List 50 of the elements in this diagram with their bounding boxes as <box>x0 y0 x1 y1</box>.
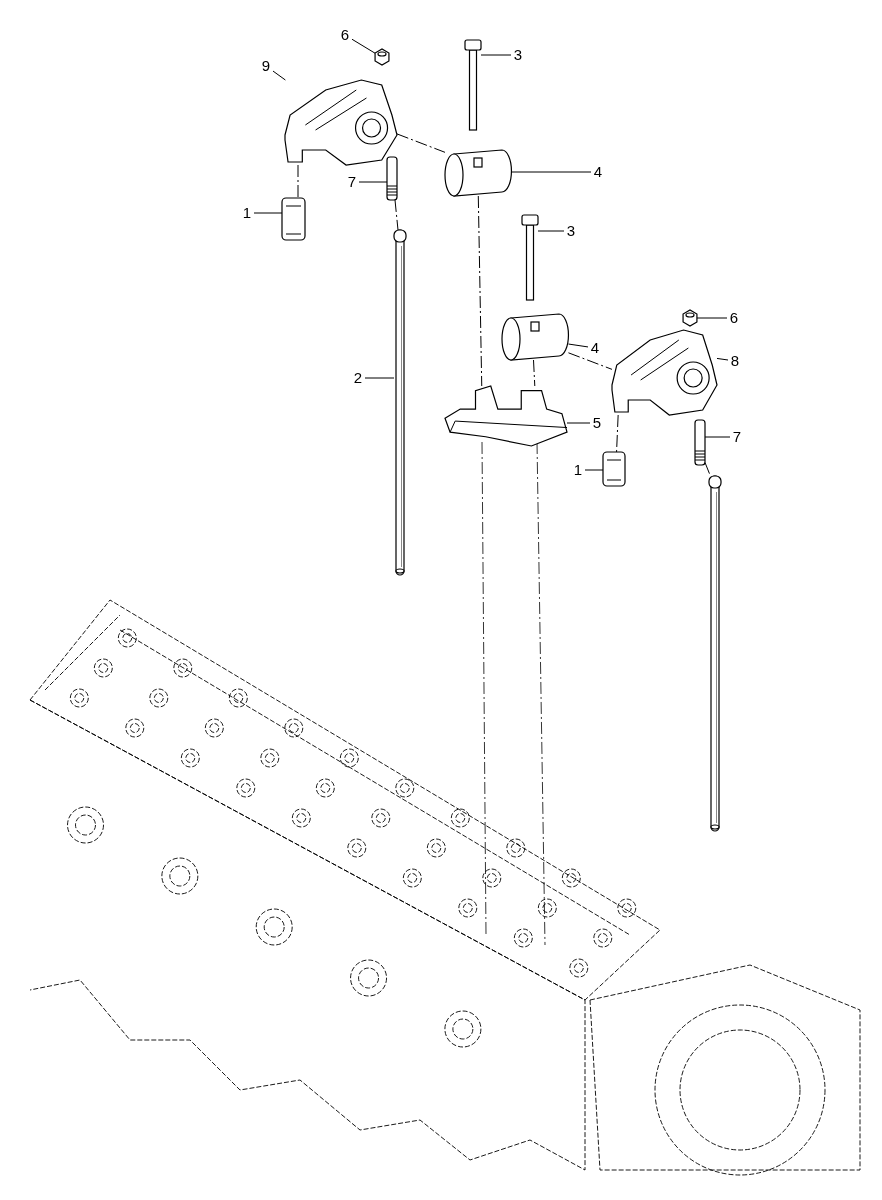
leader-line <box>696 317 728 319</box>
rocker-shaft <box>444 149 513 197</box>
center-line <box>704 462 711 477</box>
callout-number: 7 <box>345 173 359 191</box>
rocker-arm <box>284 79 398 166</box>
bolt <box>521 214 539 301</box>
callout-number: 1 <box>240 204 254 222</box>
callout-number: 5 <box>590 414 604 432</box>
callout-number: 8 <box>728 352 742 370</box>
callout-number: 4 <box>588 339 602 357</box>
leader-line <box>537 230 565 232</box>
push-rod <box>393 229 407 576</box>
center-line <box>616 414 619 453</box>
callout-number: 9 <box>259 57 273 75</box>
callout-number: 6 <box>727 309 741 327</box>
valve-cap <box>281 197 306 241</box>
leader-line <box>480 54 512 56</box>
leader-line <box>567 343 589 348</box>
center-line <box>477 195 483 387</box>
adjusting-screw <box>694 419 706 466</box>
leader-line <box>364 377 395 379</box>
center-line <box>567 352 613 370</box>
rocker-shaft <box>501 313 570 361</box>
callout-number: 4 <box>591 163 605 181</box>
leader-line <box>358 181 388 183</box>
center-line <box>297 164 299 199</box>
valve-cap <box>602 451 626 487</box>
callout-number: 3 <box>511 46 525 64</box>
hex-nut <box>374 48 390 66</box>
push-rod <box>708 475 722 832</box>
leader-line <box>253 212 283 214</box>
adjusting-screw <box>386 156 398 201</box>
leader-line <box>584 469 604 471</box>
callout-number: 2 <box>351 369 365 387</box>
leader-line <box>351 38 376 54</box>
center-line <box>394 199 399 231</box>
callout-number: 7 <box>730 428 744 446</box>
leader-line <box>566 422 591 424</box>
callout-number: 6 <box>338 26 352 44</box>
center-line <box>396 133 446 153</box>
leader-line <box>716 357 729 361</box>
center-line <box>533 359 536 387</box>
leader-line <box>704 436 731 438</box>
callout-number: 3 <box>564 222 578 240</box>
hex-nut <box>682 309 698 327</box>
callout-number: 1 <box>571 461 585 479</box>
bolt <box>464 39 482 131</box>
rocker-arm <box>611 329 718 416</box>
rocker-bracket <box>444 385 568 447</box>
leader-line <box>272 70 286 81</box>
